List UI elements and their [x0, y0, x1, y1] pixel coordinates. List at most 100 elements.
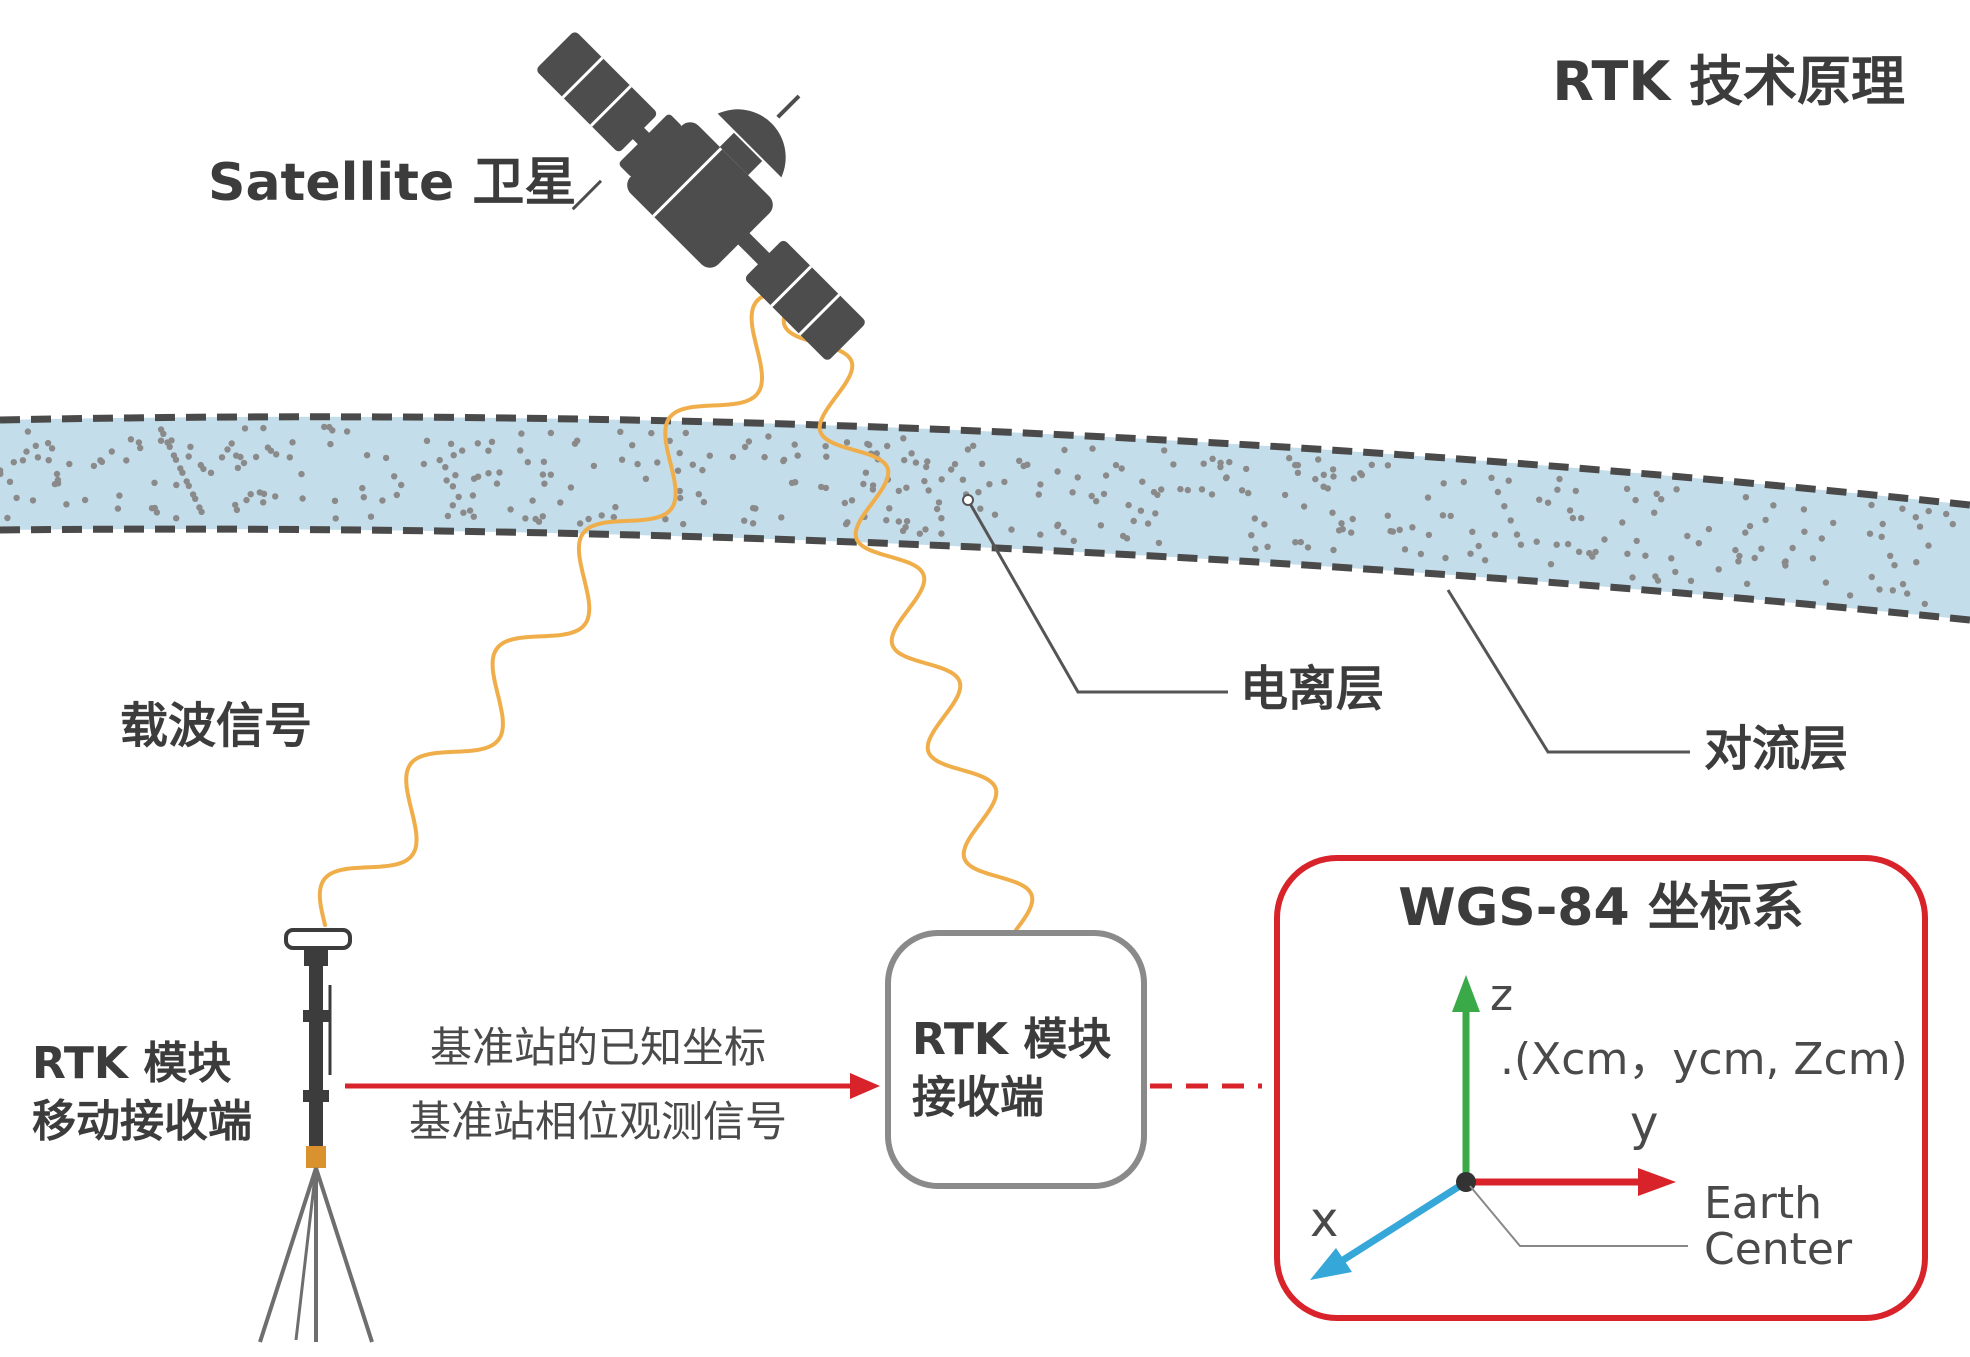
particle-dot	[1742, 494, 1750, 501]
troposphere-leader-line	[1446, 589, 1690, 754]
particle-dot	[1653, 490, 1660, 497]
particle-dot	[792, 479, 799, 486]
particle-dot	[1912, 514, 1920, 521]
particle-dot	[1633, 537, 1640, 545]
particle-dot	[187, 443, 194, 450]
particle-dot	[517, 447, 524, 454]
particle-dot	[1387, 527, 1394, 535]
particle-dot	[1913, 559, 1920, 566]
particle-dot	[1507, 517, 1514, 524]
particle-dot	[1494, 488, 1502, 496]
particle-dot	[496, 469, 503, 476]
particle-dot	[1460, 478, 1468, 486]
particle-dot	[1425, 531, 1433, 539]
particle-dot	[1300, 503, 1308, 510]
particle-dot	[1553, 541, 1560, 548]
particle-dot	[1684, 532, 1691, 540]
earth-center-label-line2: Center	[1704, 1224, 1853, 1275]
particle-dot	[1695, 540, 1703, 547]
particle-dot	[1632, 496, 1639, 504]
particle-dot	[1001, 478, 1008, 486]
particle-dot	[741, 517, 748, 524]
particle-dot	[1037, 481, 1044, 488]
particle-dot	[289, 439, 296, 446]
particle-dot	[1243, 465, 1250, 473]
particle-dot	[363, 452, 371, 459]
particle-dot	[452, 472, 459, 479]
particle-dot	[903, 518, 911, 525]
particle-dot	[1074, 474, 1081, 481]
particle-dot	[1264, 543, 1271, 550]
particle-dot	[1312, 475, 1319, 483]
particle-dot	[449, 502, 456, 509]
particle-dot	[1060, 529, 1067, 536]
particle-dot	[1161, 447, 1168, 454]
particle-dot	[938, 530, 945, 537]
particle-dot	[1330, 473, 1337, 480]
particle-dot	[179, 469, 186, 476]
particle-dot	[488, 438, 496, 445]
particle-dot	[1217, 463, 1224, 471]
particle-dot	[1876, 586, 1883, 593]
particle-dot	[822, 443, 829, 450]
particle-dot	[1758, 545, 1765, 552]
base-label-line2: 接收端	[912, 1072, 1044, 1123]
particle-dot	[148, 505, 156, 512]
particle-dot	[286, 454, 293, 461]
particle-dot	[1735, 558, 1742, 565]
particle-dot	[1488, 474, 1495, 481]
particle-dot	[571, 440, 579, 447]
particle-dot	[1335, 527, 1343, 534]
particle-dot	[1889, 587, 1897, 594]
particle-dot	[866, 441, 873, 449]
particle-dot	[1350, 475, 1358, 482]
particle-dot	[1705, 525, 1713, 533]
particle-dot	[260, 499, 267, 506]
particle-dot	[90, 462, 98, 470]
particle-dot	[1544, 499, 1552, 506]
particle-dot	[1887, 552, 1894, 559]
particle-dot	[1155, 539, 1163, 547]
particle-dot	[51, 480, 59, 488]
particle-dot	[137, 444, 144, 452]
particle-dot	[359, 484, 366, 492]
coordinate-axes	[1310, 975, 1688, 1280]
particle-dot	[925, 487, 932, 494]
particle-dot	[886, 505, 893, 512]
particle-dot	[1742, 529, 1749, 536]
particle-dot	[539, 471, 547, 478]
particle-dot	[232, 501, 239, 509]
particle-dot	[34, 454, 42, 461]
particle-dot	[1868, 573, 1876, 581]
x-axis-arrowhead	[1310, 1248, 1352, 1280]
particle-dot	[923, 463, 930, 471]
particle-dot	[900, 435, 907, 442]
particle-dot	[444, 512, 452, 520]
particle-dot	[4, 514, 11, 522]
particle-dot	[485, 447, 492, 454]
layer-band-fill	[0, 416, 1970, 620]
y-axis-label: y	[1630, 1096, 1658, 1152]
particle-dot	[1866, 530, 1874, 537]
particle-dot	[1554, 486, 1561, 493]
particle-dot	[902, 524, 909, 531]
particle-dot	[612, 503, 619, 511]
particle-dot	[1093, 498, 1100, 505]
particle-dot	[618, 456, 626, 463]
particle-dot	[218, 454, 226, 461]
particle-dot	[1800, 506, 1808, 513]
particle-dot	[843, 439, 851, 446]
particle-dot	[1401, 546, 1409, 553]
particle-dot	[1209, 455, 1216, 462]
particle-dot	[1770, 502, 1777, 509]
particle-dot	[1384, 462, 1392, 469]
particle-dot	[1008, 526, 1015, 533]
particle-dot	[729, 453, 737, 461]
particle-dot	[157, 437, 165, 444]
particle-dot	[114, 505, 122, 512]
particle-dot	[1925, 542, 1932, 549]
particle-dot	[1248, 532, 1255, 539]
particle-dot	[485, 470, 492, 477]
particle-dot	[1624, 550, 1631, 557]
